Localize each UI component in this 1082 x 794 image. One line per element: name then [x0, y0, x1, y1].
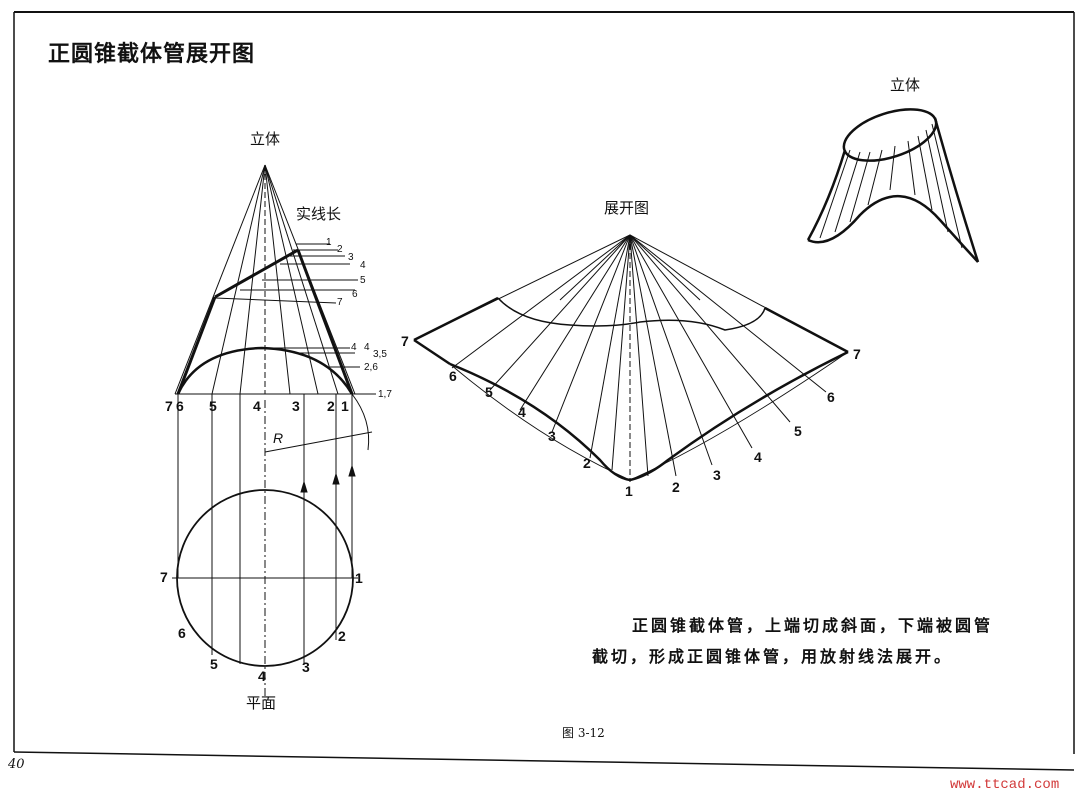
plan-number: 5 — [210, 656, 218, 672]
elevation-number: 4 — [253, 398, 261, 414]
development-label: 展开图 — [604, 199, 650, 217]
figure-caption: 图 3-12 — [562, 726, 605, 740]
true-length-mark: 4 — [351, 342, 357, 353]
development-number: 7 — [853, 346, 861, 362]
true-length-mark: 4 — [360, 260, 366, 271]
true-length-mark: 3 — [348, 252, 354, 263]
development-number: 1 — [625, 483, 633, 499]
elevation-number: 5 — [209, 398, 217, 414]
page-number: 40 — [8, 757, 25, 772]
development-number: 2 — [672, 479, 680, 495]
plan-number: 4 — [258, 668, 266, 684]
plan-number: 6 — [178, 625, 186, 641]
development-number: 4 — [754, 449, 762, 465]
development-number: 6 — [827, 389, 835, 405]
plan-label: 平面 — [246, 694, 277, 712]
plan-number: 1 — [355, 570, 363, 586]
true-length-mark: 4 — [364, 342, 370, 353]
true-length-mark: 2,6 — [364, 362, 378, 373]
plan-view — [172, 489, 358, 667]
true-length-mark: 5 — [360, 275, 366, 286]
development-number: 5 — [794, 423, 802, 439]
plan-number: 2 — [338, 628, 346, 644]
true-length-mark: 2 — [337, 244, 343, 255]
elevation-number: 3 — [292, 398, 300, 414]
development-number: 5 — [485, 384, 493, 400]
true-length-label: 实线长 — [296, 205, 342, 223]
development-number: 2 — [583, 455, 591, 471]
true-length-mark: 7 — [337, 297, 343, 308]
development-number: 4 — [518, 404, 526, 420]
development-number: 3 — [548, 428, 556, 444]
development-number: 6 — [449, 368, 457, 384]
cone-elevation — [174, 164, 376, 700]
solid-label-right: 立体 — [890, 76, 921, 94]
true-length-mark: 6 — [352, 289, 358, 300]
development-view — [413, 234, 849, 482]
solid-label-left: 立体 — [250, 130, 281, 148]
elevation-number: 7 — [165, 398, 173, 414]
page-title: 正圆锥截体管展开图 — [48, 41, 256, 67]
plan-number: 7 — [160, 569, 168, 585]
development-number: 7 — [401, 333, 409, 349]
description-line-1: 正圆锥截体管，上端切成斜面，下端被圆管 — [632, 616, 994, 635]
solid-sketch — [806, 108, 980, 263]
true-length-mark: 3,5 — [373, 349, 387, 360]
plan-number: 3 — [302, 659, 310, 675]
elevation-number: 2 — [327, 398, 335, 414]
description-line-2: 截切，形成正圆锥体管，用放射线法展开。 — [592, 647, 954, 666]
elevation-number: 1 — [341, 398, 349, 414]
true-length-mark: 1 — [326, 237, 332, 248]
elevation-number: 6 — [176, 398, 184, 414]
watermark: www.ttcad.com — [950, 777, 1060, 793]
true-length-mark: 1,7 — [378, 389, 392, 400]
radius-label: R — [273, 430, 284, 446]
development-number: 3 — [713, 467, 721, 483]
